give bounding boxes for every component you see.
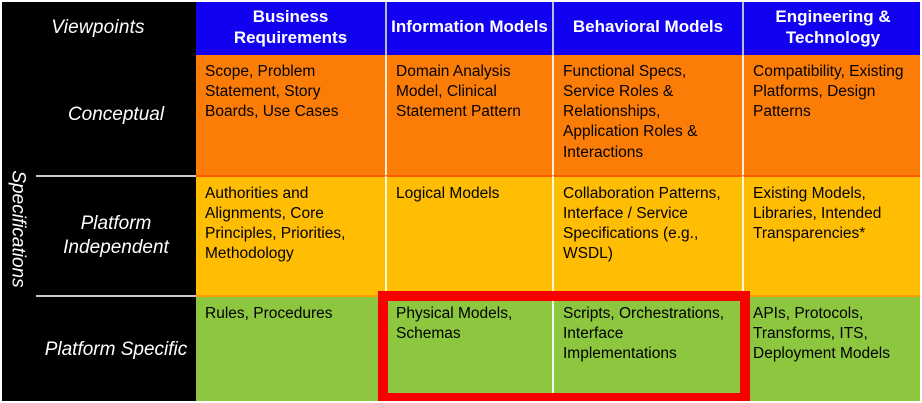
cell-platform-specific-business-requirements[interactable]: Rules, Procedures [196,295,385,403]
cell-platform-independent-business-requirements[interactable]: Authorities and Alignments, Core Princip… [196,175,385,295]
cell-platform-specific-engineering-technology[interactable]: APIs, Protocols, Transforms, ITS, Deploy… [742,295,922,403]
row-header-platform-independent[interactable]: Platform Independent [36,175,196,295]
cell-platform-independent-engineering-technology[interactable]: Existing Models, Libraries, Intended Tra… [742,175,922,295]
column-header-label: Engineering & Technology [775,7,891,47]
cell-platform-specific-behavioral-models[interactable]: Scripts, Orchestrations, Interface Imple… [552,295,742,403]
viewpoints-label: Viewpoints [51,16,145,38]
cell-conceptual-engineering-technology[interactable]: Compatibility, Existing Platforms, Desig… [742,55,922,175]
row-header-label: Platform Independent [63,213,169,258]
cell-conceptual-behavioral-models[interactable]: Functional Specs, Service Roles & Relati… [552,55,742,175]
column-header-label: Information Models [391,17,548,37]
cell-conceptual-information-models[interactable]: Domain Analysis Model, Clinical Statemen… [385,55,552,175]
row-header-platform-specific[interactable]: Platform Specific [36,295,196,403]
row-header-conceptual[interactable]: Conceptual [36,55,196,175]
cell-platform-independent-behavioral-models[interactable]: Collaboration Patterns, Interface / Serv… [552,175,742,295]
row-header-label: Conceptual [67,104,165,126]
column-header-information-models[interactable]: Information Models [385,0,552,55]
cell-platform-specific-information-models[interactable]: Physical Models, Schemas [385,295,552,403]
cell-platform-independent-information-models[interactable]: Logical Models [385,175,552,295]
column-header-engineering-technology[interactable]: Engineering & Technology [742,0,922,55]
viewpoints-corner-header: Viewpoints [0,0,196,55]
cell-conceptual-business-requirements[interactable]: Scope, Problem Statement, Story Boards, … [196,55,385,175]
column-header-label: Business Requirements [233,7,348,47]
column-header-label: Behavioral Models [572,17,724,37]
column-header-behavioral-models[interactable]: Behavioral Models [552,0,742,55]
row-header-label: Platform Specific [44,339,188,361]
specifications-label: Specifications [8,170,30,288]
column-header-business-requirements[interactable]: Business Requirements [196,0,385,55]
specifications-spine: Specifications [0,55,36,403]
